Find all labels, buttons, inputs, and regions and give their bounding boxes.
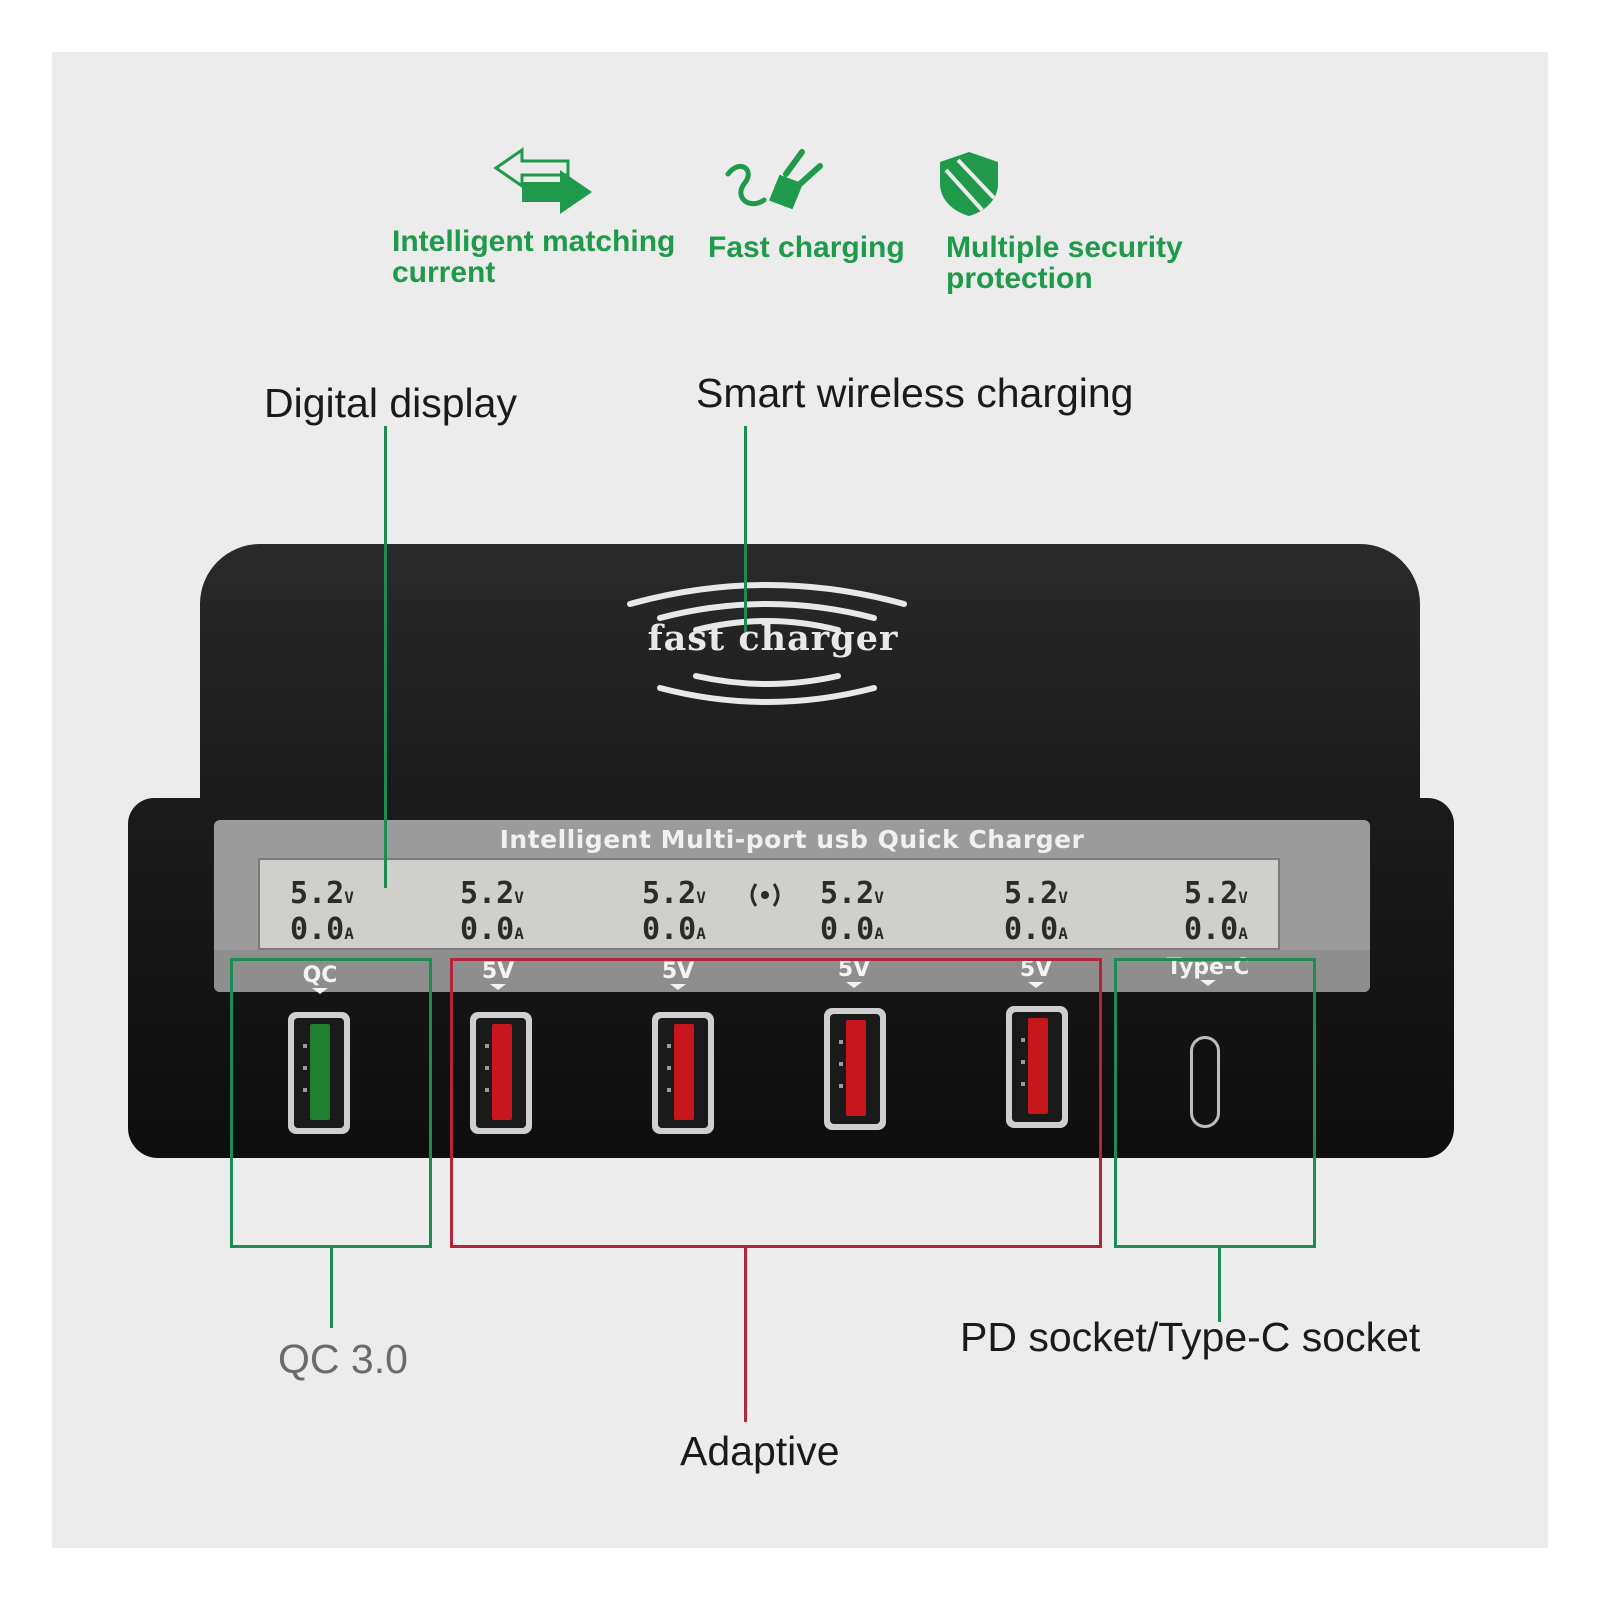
amps-unit: A (514, 924, 524, 943)
amps-unit: A (696, 924, 706, 943)
amps: 0.0A (460, 914, 570, 950)
feature-line: protection (946, 262, 1093, 295)
callout-qc: QC 3.0 (278, 1336, 408, 1382)
port-label-text: 5V (661, 959, 695, 984)
volts-unit: V (874, 888, 884, 907)
amps-unit: A (1058, 924, 1068, 943)
digital-display (258, 858, 1280, 950)
callout-digital-display: Digital display (264, 380, 517, 426)
volts: 5.2V (460, 878, 570, 914)
callout-wireless: Smart wireless charging (696, 370, 1134, 416)
adaptive-highlight-box (450, 958, 1102, 1248)
port-label-qc: QC (280, 964, 360, 994)
arrow-down-icon (846, 982, 862, 988)
amps-unit: A (874, 924, 884, 943)
amps-unit: A (1238, 924, 1248, 943)
arrow-down-icon (1200, 980, 1216, 986)
callout-pd: PD socket/Type-C socket (960, 1314, 1421, 1360)
volts: 5.2V (1004, 878, 1114, 914)
amps-value: 0.0 (290, 912, 345, 947)
volts-value: 5.2 (460, 876, 515, 911)
usb-port-5v-3[interactable] (824, 1008, 886, 1130)
wireless-indicator-icon (750, 883, 780, 907)
leader-line-wireless (744, 426, 747, 632)
port-label-text: 5V (837, 957, 871, 982)
amps: 0.0A (642, 914, 752, 950)
callout-adaptive: Adaptive (680, 1428, 840, 1474)
typec-port[interactable] (1190, 1036, 1220, 1128)
feature-line: current (392, 256, 496, 289)
feature-line: Multiple security (946, 231, 1183, 264)
arrow-down-icon (490, 984, 506, 990)
wireless-logo-icon (627, 582, 907, 705)
plug-icon (725, 149, 823, 210)
product-infographic: Intelligent matching current Fast chargi… (52, 52, 1548, 1548)
reading-3: 5.2V 0.0A (642, 878, 752, 950)
volts-value: 5.2 (820, 876, 875, 911)
usb-port-5v-2[interactable] (652, 1012, 714, 1134)
volts: 5.2V (290, 878, 400, 914)
amps: 0.0A (1184, 914, 1294, 950)
reading-2: 5.2V 0.0A (460, 878, 570, 950)
port-label-5v-2: 5V (638, 960, 718, 990)
volts-unit: V (514, 888, 524, 907)
volts-value: 5.2 (290, 876, 345, 911)
volts-unit: V (696, 888, 706, 907)
amps: 0.0A (290, 914, 400, 950)
volts-value: 5.2 (642, 876, 697, 911)
port-label-text: 5V (1019, 957, 1053, 982)
leader-line-adaptive (744, 1248, 747, 1422)
volts-value: 5.2 (1184, 876, 1239, 911)
qc-highlight-box (230, 958, 432, 1248)
arrow-down-icon (312, 988, 328, 994)
port-label-5v-4: 5V (996, 958, 1076, 988)
usb-port-qc[interactable] (288, 1012, 350, 1134)
reading-5: 5.2V 0.0A (1004, 878, 1114, 950)
feature-label-intelligent: Intelligent matching current (392, 226, 675, 288)
volts-value: 5.2 (1004, 876, 1059, 911)
typec-highlight-box (1114, 958, 1316, 1248)
panel-title: Intelligent Multi-port usb Quick Charger (499, 825, 1085, 854)
reading-6: 5.2V 0.0A (1184, 878, 1294, 950)
volts: 5.2V (820, 878, 930, 914)
feature-label-fast: Fast charging (708, 232, 905, 263)
volts: 5.2V (1184, 878, 1294, 914)
reading-1: 5.2V 0.0A (290, 878, 400, 950)
amps-value: 0.0 (642, 912, 697, 947)
arrow-down-icon (670, 984, 686, 990)
port-label-strip (214, 950, 1370, 992)
top-logo-text: fast charger (647, 618, 899, 659)
shield-icon (940, 152, 998, 216)
amps: 0.0A (1004, 914, 1114, 950)
amps: 0.0A (820, 914, 930, 950)
volts-unit: V (344, 888, 354, 907)
amps-value: 0.0 (1004, 912, 1059, 947)
feature-label-security: Multiple security protection (946, 232, 1183, 294)
port-label-text: QC (302, 963, 338, 988)
leader-line-qc (330, 1248, 333, 1328)
volts-unit: V (1058, 888, 1068, 907)
port-label-5v-1: 5V (458, 960, 538, 990)
arrows-icon (493, 147, 592, 214)
arrow-down-icon (1028, 982, 1044, 988)
amps-value: 0.0 (460, 912, 515, 947)
volts-unit: V (1238, 888, 1248, 907)
feature-line: Intelligent matching (392, 225, 676, 258)
usb-port-5v-1[interactable] (470, 1012, 532, 1134)
port-label-text: 5V (481, 959, 515, 984)
usb-port-5v-4[interactable] (1006, 1006, 1068, 1128)
amps-value: 0.0 (1184, 912, 1239, 947)
leader-line-pd (1218, 1248, 1221, 1322)
port-label-5v-3: 5V (814, 958, 894, 988)
feature-line: Fast charging (708, 231, 905, 264)
amps-unit: A (344, 924, 354, 943)
volts: 5.2V (642, 878, 752, 914)
amps-value: 0.0 (820, 912, 875, 947)
leader-line-display (384, 426, 387, 888)
reading-4: 5.2V 0.0A (820, 878, 930, 950)
